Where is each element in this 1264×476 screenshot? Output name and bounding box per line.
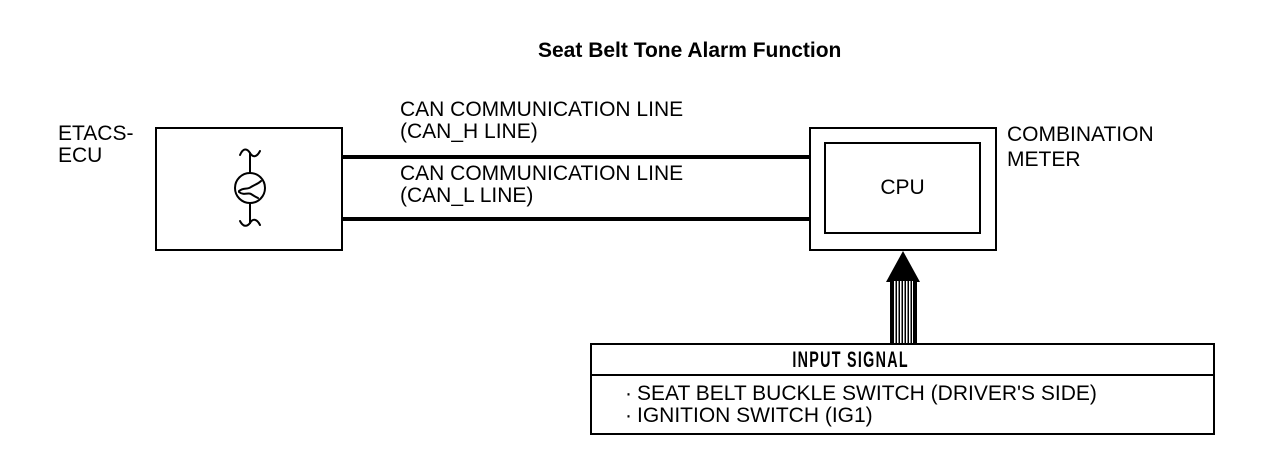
arrow-shaft-hatched	[890, 281, 917, 343]
input-signal-item-text: IGNITION SWITCH (IG1)	[637, 404, 873, 427]
bullet-dot: ·	[625, 404, 632, 427]
combination-meter-label-line2: METER	[1007, 148, 1081, 171]
etacs-ecu-label: ETACS-ECU	[58, 123, 133, 167]
can-l-label-line1: CAN COMMUNICATION LINE	[400, 162, 684, 185]
can-l-line-label: CAN COMMUNICATION LINE(CAN_L LINE)	[400, 163, 683, 207]
input-signal-list: ·SEAT BELT BUCKLE SWITCH (DRIVER'S SIDE)…	[592, 376, 1213, 427]
etacs-ecu-label-line2: ECU	[58, 144, 103, 167]
can-h-label-line1: CAN COMMUNICATION LINE	[400, 98, 684, 121]
cpu-box: CPU	[824, 142, 981, 234]
can-h-label-line2: (CAN_H LINE)	[400, 120, 538, 143]
input-signal-item: ·IGNITION SWITCH (IG1)	[625, 405, 1213, 427]
can-h-wire	[343, 155, 825, 159]
tone-generator-icon	[234, 148, 266, 227]
input-signal-header: INPUT SIGNAL	[592, 345, 1213, 376]
input-signal-item: ·SEAT BELT BUCKLE SWITCH (DRIVER'S SIDE)	[625, 383, 1213, 405]
input-signal-box: INPUT SIGNAL ·SEAT BELT BUCKLE SWITCH (D…	[590, 343, 1215, 435]
arrow-up-icon	[886, 251, 920, 282]
page-title: Seat Belt Tone Alarm Function	[538, 39, 842, 62]
can-l-wire	[343, 217, 825, 221]
etacs-ecu-label-line1: ETACS-	[58, 122, 134, 145]
bullet-dot: ·	[625, 382, 632, 405]
cpu-label: CPU	[880, 176, 925, 199]
can-l-label-line2: (CAN_L LINE)	[400, 184, 534, 207]
combination-meter-label-line1: COMBINATION	[1007, 123, 1154, 146]
can-h-line-label: CAN COMMUNICATION LINE(CAN_H LINE)	[400, 99, 683, 143]
input-signal-header-label: INPUT SIGNAL	[792, 346, 909, 372]
input-signal-item-text: SEAT BELT BUCKLE SWITCH (DRIVER'S SIDE)	[637, 382, 1097, 405]
